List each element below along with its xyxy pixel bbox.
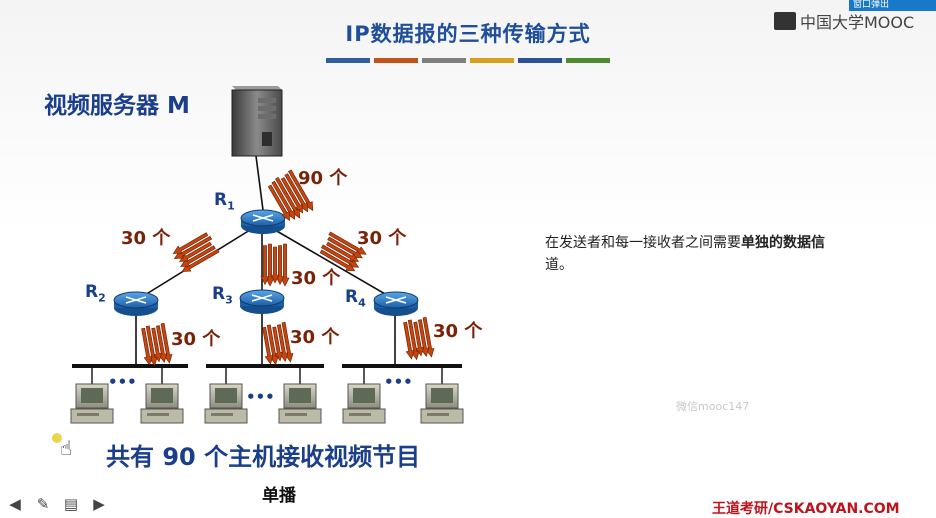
count-r1-r3: 30 个 [291, 268, 341, 289]
packet-arrow [271, 180, 296, 220]
host-ellipses: ••• ••• ••• [108, 373, 413, 406]
pen-icon[interactable]: ✎ [36, 495, 50, 513]
packet-arrow [270, 246, 280, 284]
packet-arrow [407, 319, 420, 361]
menu-icon[interactable]: ▤ [63, 495, 79, 513]
mooc-logo: 中国大学MOOC [774, 9, 914, 33]
slide-title: IP数据报的三种传输方式 [345, 22, 591, 46]
popout-button[interactable]: 窗口弹出 [849, 0, 936, 11]
router-r4 [373, 291, 419, 316]
packet-arrow [326, 241, 360, 262]
arrow-left-icon[interactable]: ◀ [9, 495, 21, 513]
router-r1 [240, 209, 286, 234]
packet-arrow [403, 321, 415, 360]
router-label-r1: R1 [214, 190, 235, 213]
title-color-bar [518, 58, 562, 63]
packet-arrow [265, 243, 275, 287]
packet-arrow [266, 324, 279, 366]
title-color-bar [422, 58, 466, 63]
host-drops [91, 366, 443, 386]
packets-r1-r3 [260, 243, 290, 287]
summary-text: 共有 90 个主机接收视频节目 [106, 443, 421, 471]
packet-arrow [272, 326, 284, 362]
host-computer [342, 383, 386, 424]
note-tail: 道。 [545, 257, 573, 273]
side-note: 在发送者和每一接收者之间需要单独的数据信道。 [545, 232, 875, 276]
host-computer [420, 383, 464, 424]
packet-arrow [172, 232, 209, 254]
packet-arrow [180, 245, 216, 267]
footer-logo: 王道考研/CSKAOYAN.COM [712, 501, 900, 517]
count-r2-lan: 30 个 [171, 329, 221, 350]
count-r1-r4: 30 个 [357, 228, 407, 249]
mooc-logo-icon [774, 12, 796, 30]
packet-arrow [417, 319, 430, 357]
link-server-r1 [255, 155, 264, 211]
router-label-r4: R4 [345, 287, 366, 310]
title-color-bar [374, 58, 418, 63]
transmission-method: 单播 [262, 486, 296, 506]
packet-arrow [145, 325, 158, 367]
ellipsis-right: ••• [384, 373, 413, 391]
slide-toolbar: ◀ ✎ ▤ ▶ [6, 495, 108, 513]
hand-cursor-icon: ☝ [60, 436, 73, 460]
count-r3-lan: 30 个 [290, 327, 340, 348]
packet-arrow [155, 325, 168, 363]
note-plain: 在发送者和每一接收者之间需要 [545, 235, 741, 251]
ellipsis-middle: ••• [246, 388, 275, 406]
server-label: 视频服务器 M [44, 93, 190, 119]
packet-arrow [260, 245, 270, 286]
title-color-bar [470, 58, 514, 63]
watermark: 微信mooc147 [676, 400, 750, 413]
ellipsis-left: ••• [108, 373, 137, 391]
packet-arrow [276, 324, 289, 362]
packet-arrow [141, 327, 153, 366]
packet-arrow [275, 245, 285, 286]
packet-arrow [151, 327, 163, 363]
video-server [231, 86, 283, 157]
host-computer [278, 383, 322, 424]
host-computer [204, 383, 248, 424]
router-r2 [113, 291, 159, 316]
packet-arrow [173, 235, 213, 260]
router-label-r2: R2 [85, 282, 106, 305]
arrow-right-icon[interactable]: ▶ [93, 495, 105, 513]
hosts [70, 383, 464, 424]
packet-arrow [267, 184, 291, 222]
router-label-r3: R3 [212, 284, 233, 307]
mooc-brand: 中国大学MOOC [800, 13, 915, 32]
packets-r2-lan [141, 322, 173, 367]
packet-arrow [280, 243, 290, 287]
packet-arrow [178, 241, 212, 262]
count-r4-lan: 30 个 [433, 321, 483, 342]
router-r3 [239, 289, 285, 314]
title-color-bar [566, 58, 610, 63]
packet-arrow [413, 321, 425, 357]
title-color-bar [326, 58, 370, 63]
packet-arrow [262, 326, 274, 365]
packet-arrow [181, 248, 220, 272]
count-server-r1: 90 个 [298, 168, 348, 189]
packets-r1-r2 [172, 232, 220, 272]
cursor-highlight [52, 433, 62, 443]
count-r1-r2: 30 个 [121, 228, 171, 249]
host-computer [140, 383, 184, 424]
host-computer [70, 383, 114, 424]
note-bold: 单独的数据信 [741, 235, 825, 251]
packets-r4-lan [403, 316, 435, 361]
